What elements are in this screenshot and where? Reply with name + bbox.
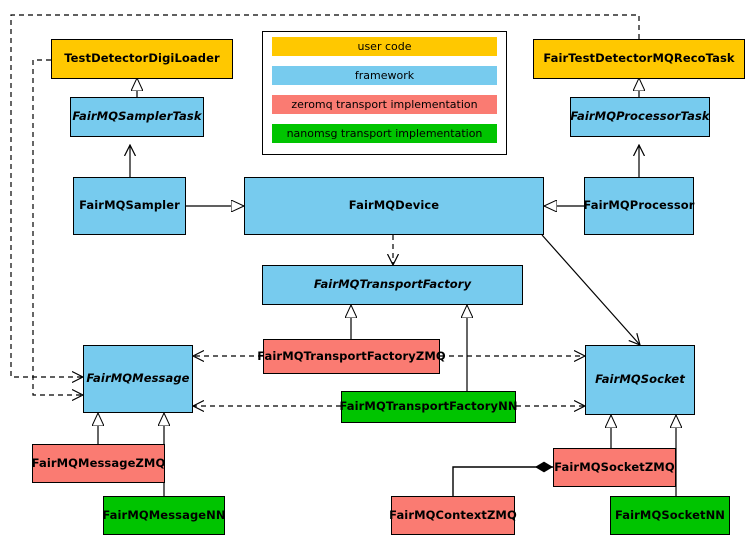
legend-item-framework: framework <box>272 66 497 85</box>
legend-item-nanomsg: nanomsg transport implementation <box>272 124 497 143</box>
node-fairmqprocessor[interactable]: FairMQProcessor <box>583 177 694 235</box>
node-fairmqmessagenn[interactable]: FairMQMessageNN <box>102 496 226 535</box>
node-fairmqsocketzmq[interactable]: FairMQSocketZMQ <box>553 448 676 487</box>
node-fairmqtransportfactory[interactable]: FairMQTransportFactory <box>262 265 523 305</box>
node-fairmqsamplertask[interactable]: FairMQSamplerTask <box>70 97 204 137</box>
legend-item-user-code: user code <box>272 37 497 56</box>
node-fairmqdevice[interactable]: FairMQDevice <box>244 177 544 235</box>
node-fairmqsocket[interactable]: FairMQSocket <box>585 345 695 415</box>
node-fairmqsocketnn[interactable]: FairMQSocketNN <box>610 496 730 535</box>
node-fairmqsampler[interactable]: FairMQSampler <box>73 177 186 235</box>
node-fairmqcontextzmq[interactable]: FairMQContextZMQ <box>389 496 517 535</box>
node-fairmqtransportfactonn[interactable]: FairMQTransportFactoryNN <box>339 391 517 423</box>
node-fairmqmessage[interactable]: FairMQMessage <box>83 345 193 413</box>
node-fairmqprocessortask[interactable]: FairMQProcessorTask <box>570 97 710 137</box>
node-fairmqtransportfactoryzmq[interactable]: FairMQTransportFactoryZMQ <box>257 339 446 374</box>
legend-item-zeromq: zeromq transport implementation <box>272 95 497 114</box>
node-testdetectordigiloader[interactable]: TestDetectorDigiLoader <box>51 39 233 79</box>
node-fairmqmessagezmq[interactable]: FairMQMessageZMQ <box>32 444 165 483</box>
node-fairtestdetectormqrecotask[interactable]: FairTestDetectorMQRecoTask <box>533 39 745 79</box>
